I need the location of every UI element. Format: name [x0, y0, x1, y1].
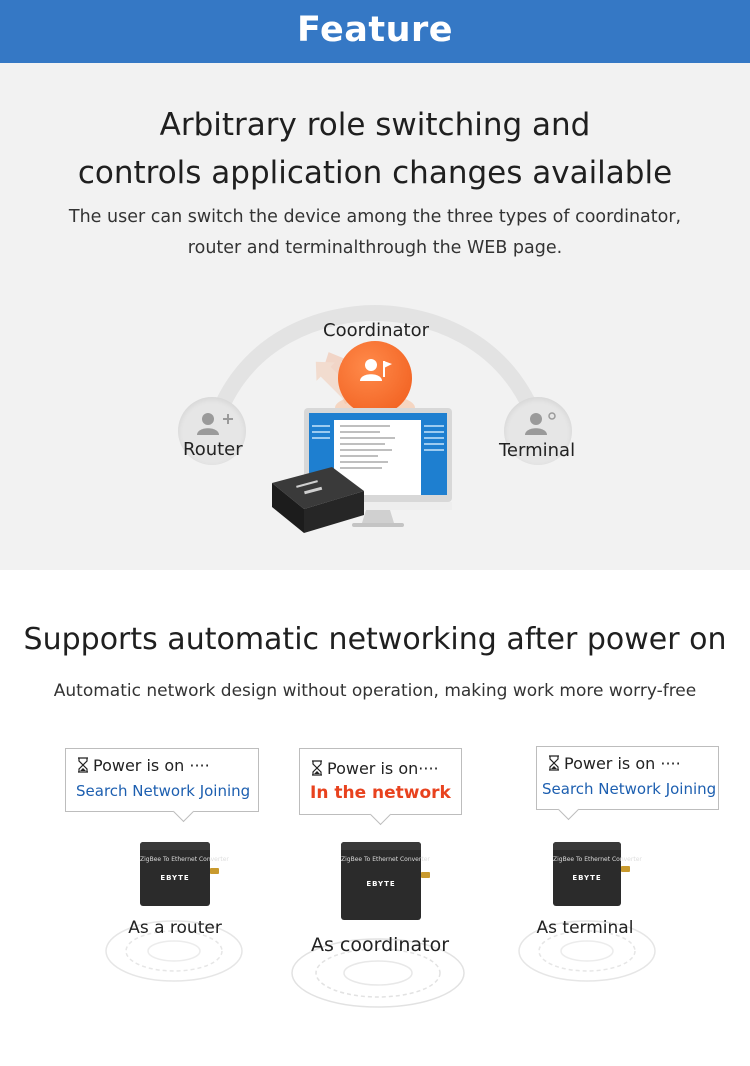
- coordinator-device: ZigBee To Ethernet Converter EBYTE: [341, 842, 430, 920]
- terminal-action-text: Search Network Joining: [542, 780, 717, 798]
- antenna-icon: [621, 866, 630, 872]
- router-signal-rings: [105, 920, 243, 982]
- terminal-device: ZigBee To Ethernet Converter EBYTE: [553, 842, 642, 906]
- device-name: ZigBee To Ethernet Converter: [341, 856, 430, 863]
- section2-heading: Supports automatic networking after powe…: [23, 622, 727, 657]
- terminal-role-label: As terminal: [536, 918, 634, 938]
- device-name: ZigBee To Ethernet Converter: [553, 856, 642, 863]
- coordinator-label: Coordinator: [323, 320, 430, 341]
- section1-desc-line2: router and terminalthrough the WEB page.: [187, 238, 563, 258]
- antenna-icon: [210, 868, 219, 874]
- role-switching-section: Arbitrary role switching and controls ap…: [0, 63, 750, 570]
- router-device: ZigBee To Ethernet Converter EBYTE: [140, 842, 229, 906]
- section1-desc-line1: The user can switch the device among the…: [68, 207, 682, 227]
- coordinator-action-text: In the network: [310, 783, 451, 803]
- hourglass-icon: [312, 760, 322, 776]
- terminal-label: Terminal: [499, 440, 576, 461]
- terminal-node: [504, 397, 572, 465]
- user-plus-icon: [197, 413, 233, 435]
- section1-heading-line2: controls application changes available: [77, 155, 673, 191]
- router-node: [178, 397, 246, 465]
- status-dots: ····: [660, 754, 681, 773]
- coordinator-status-bubble: Power is on···· In the network: [299, 748, 462, 815]
- coordinator-role-label: As coordinator: [310, 934, 450, 956]
- status-dots: ····: [189, 756, 210, 775]
- router-action-text: Search Network Joining: [76, 782, 251, 800]
- coordinator-status-line: Power is on····: [310, 759, 439, 778]
- hourglass-icon: [549, 755, 559, 771]
- status-text: Power is on: [93, 756, 185, 775]
- user-dot-icon: [525, 412, 556, 435]
- status-text: Power is on: [327, 759, 419, 778]
- router-status-line: Power is on ····: [76, 756, 210, 775]
- terminal-status-bubble: Power is on ···· Search Network Joining: [536, 746, 719, 810]
- section1-heading-line1: Arbitrary role switching and: [159, 107, 591, 143]
- hourglass-icon: [78, 757, 88, 773]
- status-text: Power is on: [564, 754, 656, 773]
- router-label: Router: [183, 439, 243, 460]
- coordinator-node: [338, 341, 412, 415]
- router-role-label: As a router: [128, 918, 222, 938]
- terminal-status-line: Power is on ····: [547, 754, 681, 773]
- device-brand: EBYTE: [366, 880, 396, 888]
- header-banner: [0, 0, 750, 63]
- router-status-bubble: Power is on ···· Search Network Joining: [65, 748, 259, 812]
- terminal-signal-rings: [518, 920, 656, 982]
- coordinator-signal-rings: [291, 938, 465, 1008]
- antenna-icon: [421, 872, 430, 878]
- page-title: Feature: [297, 10, 453, 50]
- gateway-device-illustration: [272, 467, 364, 533]
- section2-desc: Automatic network design without operati…: [53, 681, 697, 701]
- status-dots: ····: [418, 759, 439, 778]
- user-flag-icon: [360, 359, 392, 381]
- device-brand: EBYTE: [160, 874, 190, 882]
- device-brand: EBYTE: [572, 874, 602, 882]
- device-name: ZigBee To Ethernet Converter: [140, 856, 229, 863]
